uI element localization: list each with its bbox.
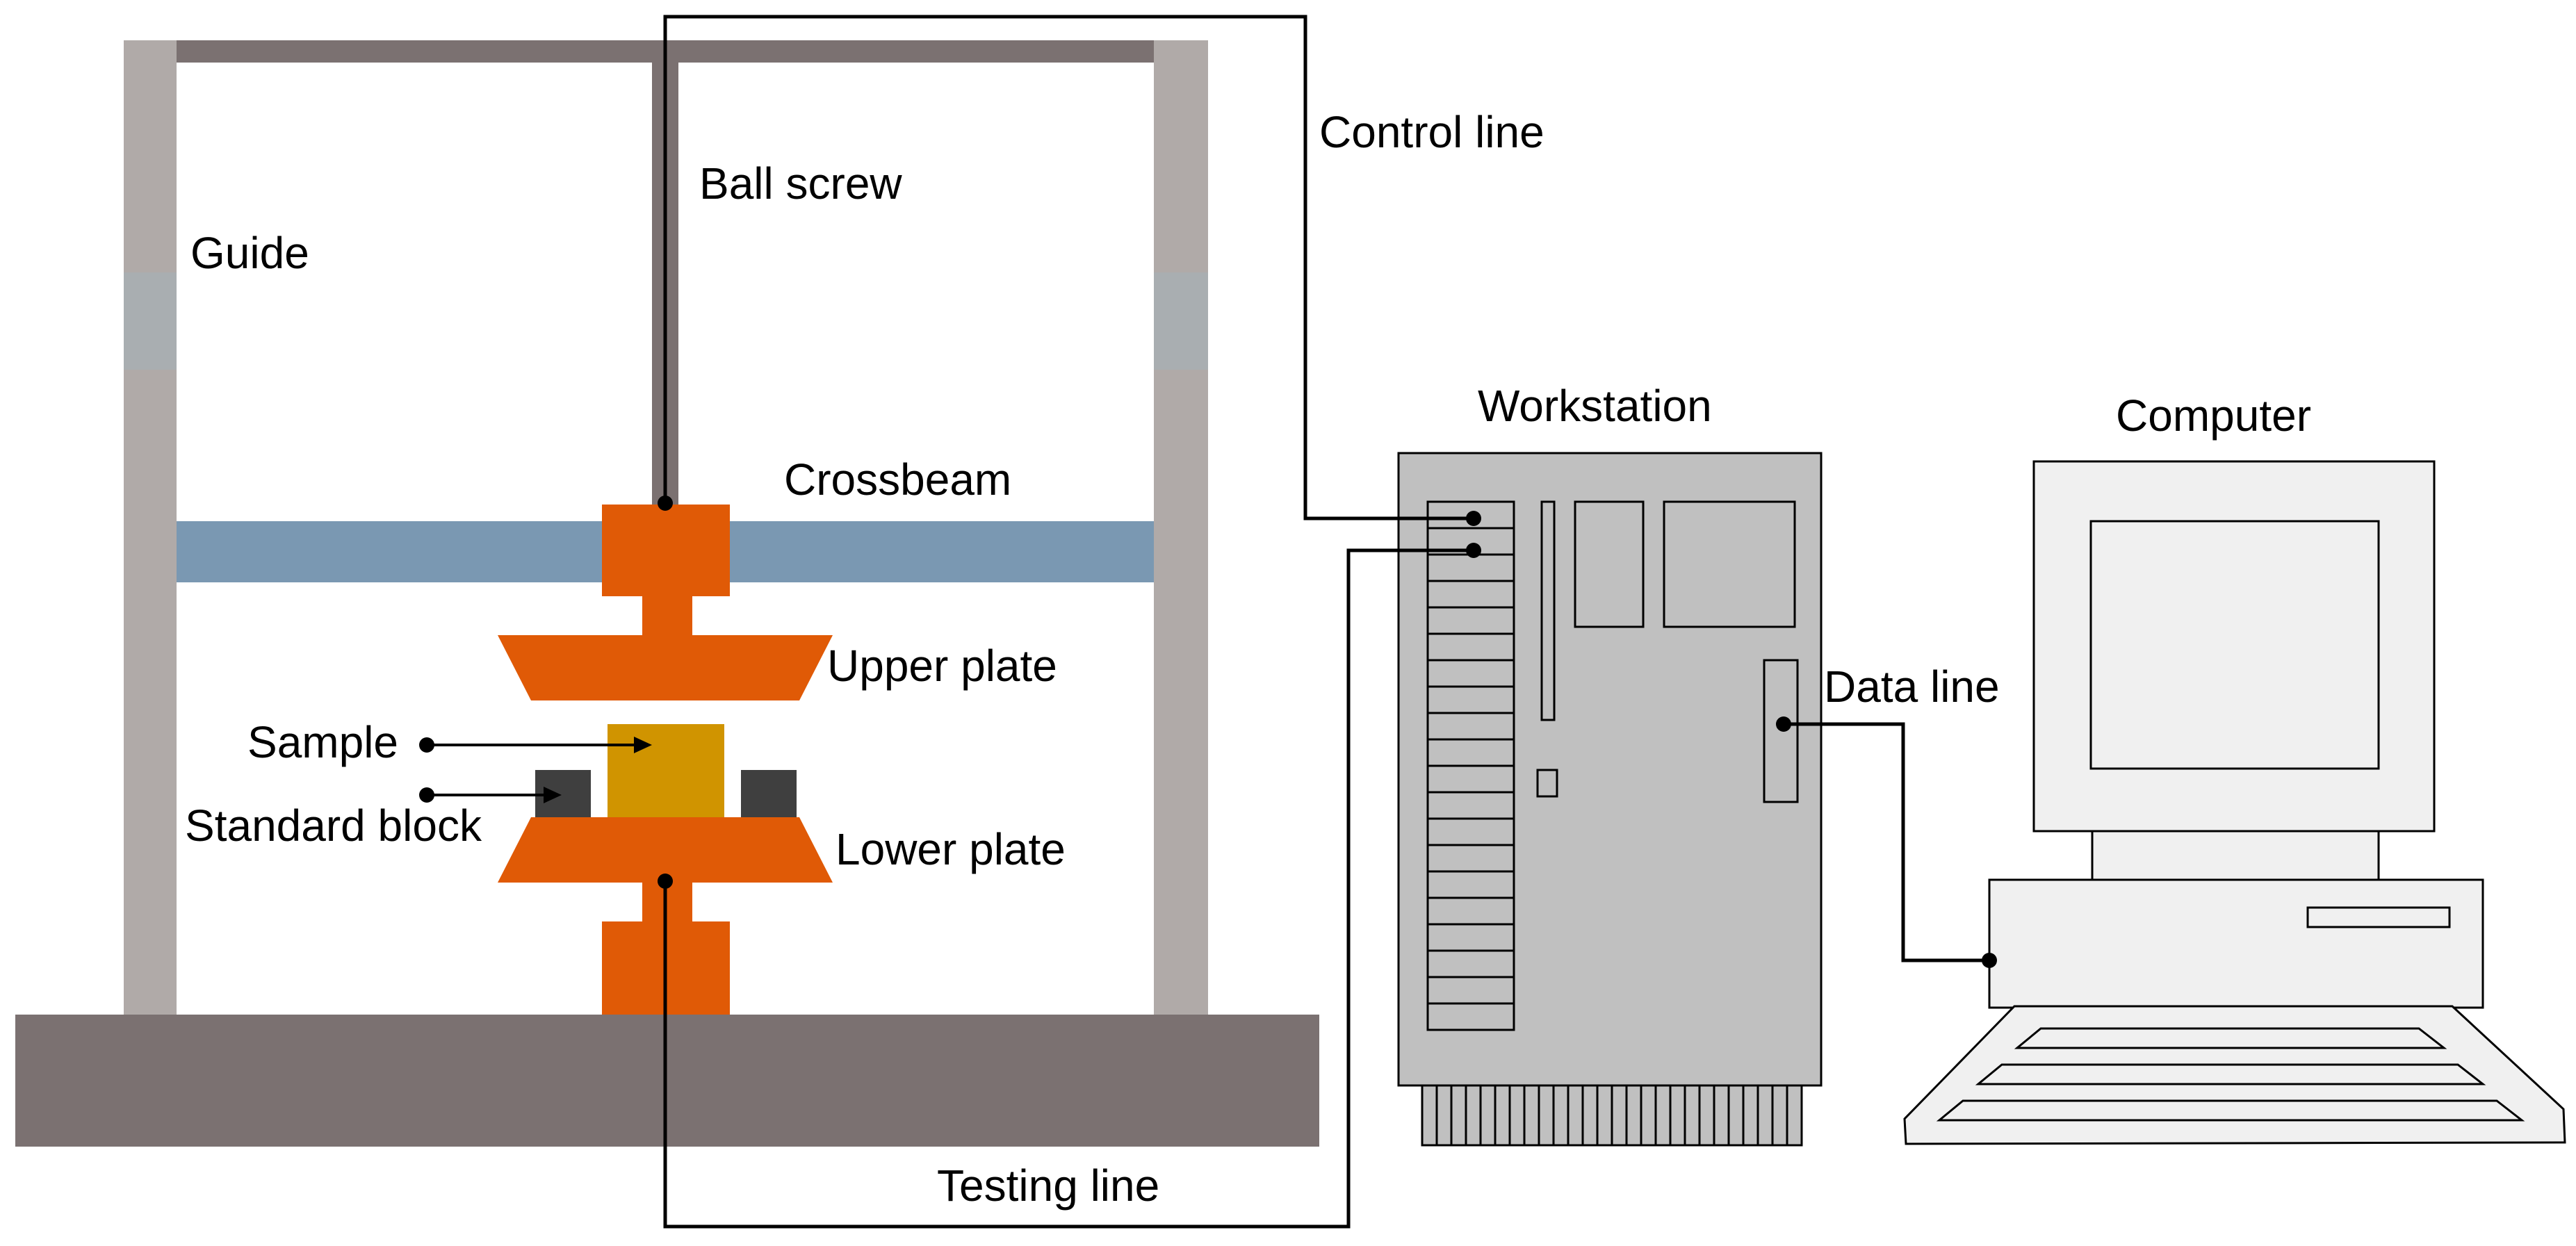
label-standard-block: Standard block <box>185 801 482 851</box>
workstation-module <box>1426 791 1515 820</box>
label-data-line: Data line <box>1824 662 2000 712</box>
workstation-module <box>1426 659 1515 688</box>
control-line-wire <box>663 15 1474 520</box>
label-lower-plate: Lower plate <box>835 824 1066 874</box>
keyboard-row-3 <box>1936 1099 2525 1122</box>
crossbeam-nut <box>602 505 730 596</box>
workstation-module-stack <box>1426 500 1515 1031</box>
sample-pointer-arrowhead <box>634 737 652 753</box>
workstation-module <box>1426 949 1515 978</box>
label-ball-screw: Ball screw <box>699 158 902 208</box>
workstation-module <box>1426 1002 1515 1031</box>
data-line-endpoint-workstation <box>1776 716 1791 732</box>
computer-screen <box>2089 520 2380 770</box>
label-crossbeam: Crossbeam <box>784 454 1011 505</box>
standard-block-pointer-arrowhead <box>544 787 562 803</box>
workstation-module <box>1426 685 1515 714</box>
standard-block-pointer-origin <box>419 787 434 803</box>
testing-line-endpoint-workstation <box>1466 543 1481 558</box>
upper-plate-stem <box>642 596 692 635</box>
guide-column-right <box>1154 40 1208 1017</box>
workstation <box>1397 452 1823 1147</box>
keyboard-row-1 <box>2014 1027 2447 1049</box>
workstation-module <box>1426 580 1515 609</box>
label-sample: Sample <box>247 717 398 767</box>
computer-monitor-stand <box>2091 830 2380 881</box>
testing-machine <box>15 40 1319 1147</box>
wiring <box>419 15 1997 1229</box>
upper-plate <box>498 635 833 700</box>
standard-block-right <box>741 770 797 817</box>
workstation-module <box>1426 923 1515 952</box>
label-computer: Computer <box>2116 391 2311 441</box>
workstation-module <box>1426 632 1515 662</box>
keyboard-row-2 <box>1975 1063 2486 1085</box>
control-line-endpoint-screw <box>658 495 673 511</box>
guide-band-right <box>1154 272 1208 370</box>
lower-plate-stem <box>642 883 692 921</box>
workstation-module <box>1426 896 1515 926</box>
label-testing-line: Testing line <box>937 1161 1159 1211</box>
lower-plate <box>498 817 833 883</box>
workstation-module <box>1426 976 1515 1005</box>
data-line-wire <box>1784 722 1989 962</box>
computer-drive-slot <box>2306 906 2451 928</box>
label-guide: Guide <box>190 228 309 278</box>
computer-case <box>1988 878 2484 1009</box>
workstation-slot <box>1540 500 1556 721</box>
workstation-module <box>1426 870 1515 899</box>
machine-base <box>15 1015 1319 1147</box>
workstation-module <box>1426 712 1515 741</box>
data-line-endpoint-computer <box>1982 953 1997 968</box>
workstation-panel-small <box>1574 500 1645 628</box>
label-control-line: Control line <box>1319 107 1544 157</box>
computer <box>1903 460 2566 1145</box>
sample-block <box>608 724 724 817</box>
label-workstation: Workstation <box>1478 381 1712 431</box>
label-upper-plate: Upper plate <box>827 641 1057 691</box>
testing-line-wire <box>663 548 1474 1229</box>
guide-band-left <box>124 272 177 370</box>
workstation-vents <box>1435 1085 1788 1145</box>
workstation-module <box>1426 817 1515 846</box>
workstation-module <box>1426 844 1515 873</box>
workstation-module <box>1426 606 1515 635</box>
workstation-module <box>1426 764 1515 794</box>
workstation-module <box>1426 553 1515 582</box>
workstation-module <box>1426 738 1515 767</box>
control-line-endpoint-workstation <box>1466 511 1481 526</box>
workstation-panel-large <box>1663 500 1796 628</box>
guide-column-left <box>124 40 177 1017</box>
workstation-indicator <box>1536 769 1558 798</box>
testing-line-endpoint-plate <box>658 874 673 889</box>
sample-pointer-origin <box>419 737 434 753</box>
labels: Control line Ball screw Guide Workstatio… <box>185 107 2311 1211</box>
